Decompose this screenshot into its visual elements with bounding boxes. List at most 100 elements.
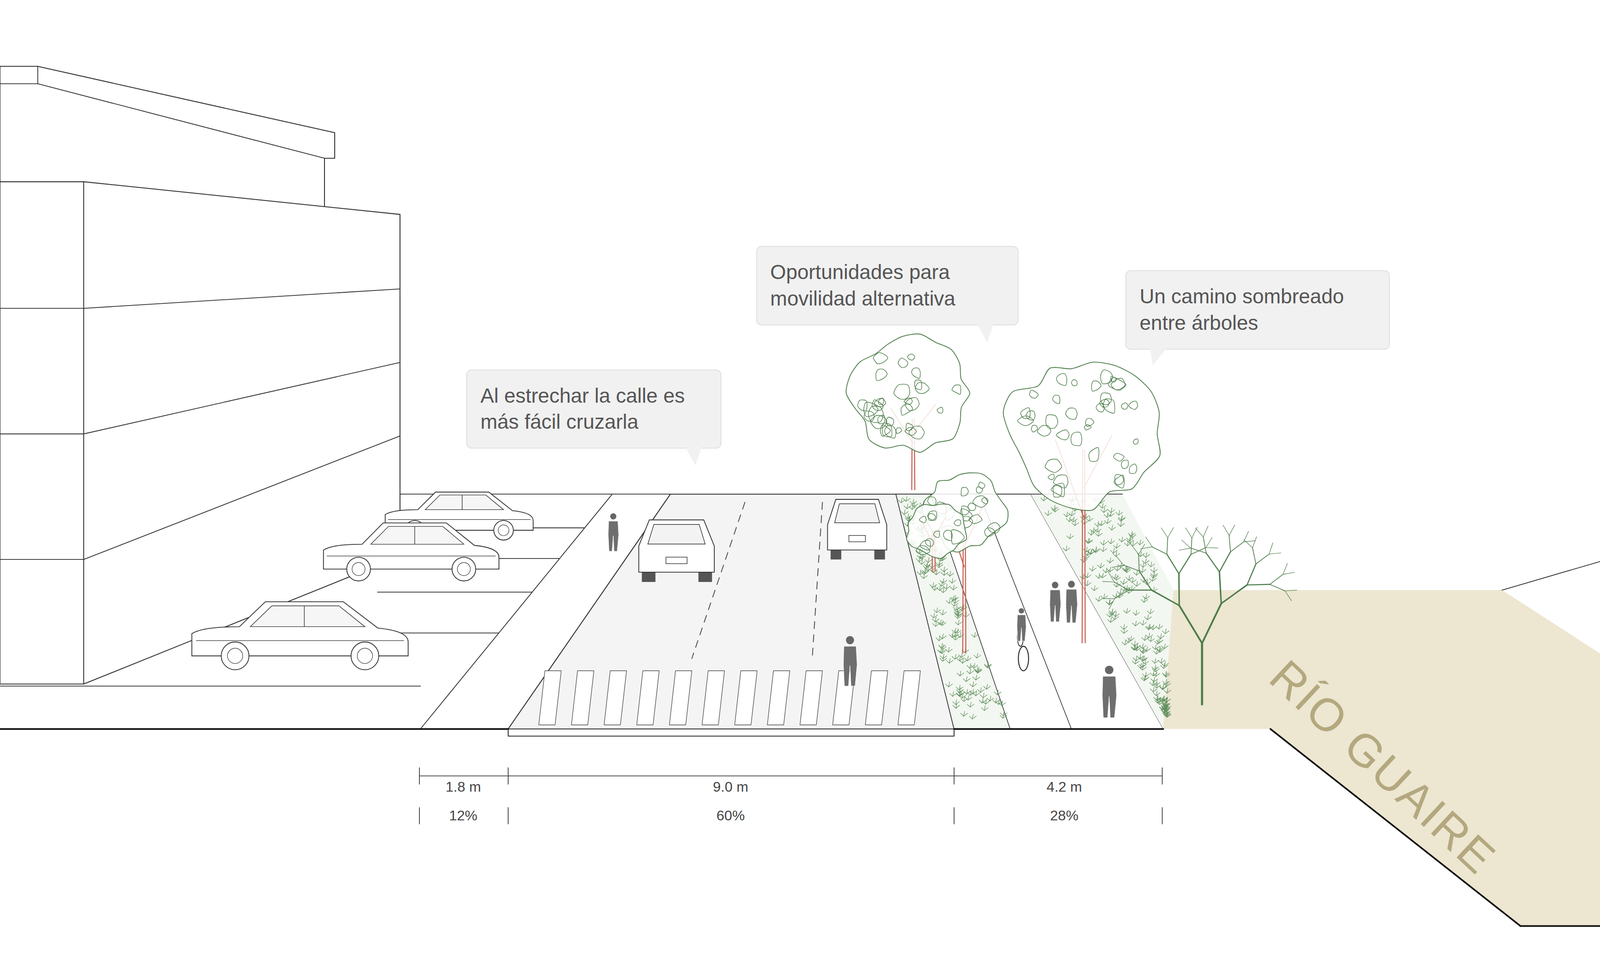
branch [1114,590,1129,599]
leaf-cluster [875,369,888,382]
grass-tuft [1144,614,1152,620]
grass-tuft [898,497,906,503]
body [1102,676,1117,718]
callout-tail-shape [1150,348,1167,366]
crosswalk-stripe [898,670,921,725]
grass-tuft [945,646,953,653]
body [1017,615,1027,642]
dimension-tick [418,767,420,785]
callout-bubble: Al estrechar la calle es más fácil cruza… [466,369,722,450]
grass-tuft [965,694,973,701]
branch [1190,547,1207,553]
dimension-label: 60% [713,807,749,824]
grass-tuft [924,557,933,563]
car-wheel [493,520,514,540]
cars [192,491,887,670]
grass-tuft [1160,663,1168,669]
grass-tuft [939,587,948,593]
grass-tuft [979,698,987,704]
leaf-cluster [951,384,961,395]
dimension-tick [953,767,955,785]
car-rim [498,524,509,536]
leaf-cluster [884,425,897,439]
branch [1140,547,1152,549]
car-wheel [452,557,476,582]
branch [1191,537,1193,555]
leaf-cluster [874,398,886,407]
grass-tuft [1118,515,1126,521]
grass-tuft [930,612,938,619]
grass-tuft [1106,599,1114,605]
pedestrian [1102,665,1117,718]
branch [1185,527,1192,538]
road [508,494,955,736]
leaf-cluster [914,380,922,390]
callout-bubble: Un camino sombreado entre árboles [1125,270,1390,350]
grass-tuft [1102,567,1110,574]
callout-bubble: Oportunidades para movilidad alternativa [756,245,1019,326]
grass-tuft [1111,573,1119,580]
branch [1200,643,1204,705]
bike-wheel [1018,646,1029,671]
branch [1246,584,1270,585]
grass-tuft [1123,567,1131,573]
leaf-cluster [901,403,913,416]
leaf-cluster [961,487,969,497]
grass-tuft [948,577,956,584]
branch [1283,563,1288,575]
leaf-cluster [1113,475,1125,489]
grass-tuft [959,658,967,664]
grass-tuft [939,577,948,584]
grass-tuft [929,582,937,588]
body [608,520,619,552]
leaf-cluster [984,527,996,536]
grass-tuft [1117,516,1125,522]
grass-tuft [1126,537,1134,544]
branch [1151,589,1180,606]
leaf-cluster [1051,483,1065,497]
leaf-cluster [1029,390,1038,399]
grass-tuft [966,701,974,708]
branch [1166,554,1179,574]
branch [1181,539,1191,548]
callout-tail-shape [685,447,702,466]
leaf-cluster [920,540,931,551]
grass-tuft [939,644,947,650]
grass-tuft [973,652,982,659]
leaf-cluster [1020,407,1031,419]
leaf-cluster [905,427,917,436]
leaf-cluster [951,529,965,544]
building-corner [83,181,84,685]
grass-tuft [1142,552,1150,558]
grass-tuft [937,647,945,653]
leaf-cluster [904,397,913,404]
grass-tuft [1129,577,1137,583]
grass-tuft [1123,607,1131,614]
branch [1131,544,1139,555]
grass-tuft [1109,608,1117,614]
tree-canopy [906,503,967,559]
branch [1269,584,1285,591]
dimension-tick [1162,807,1163,824]
grass-tuft [956,690,964,697]
grass-tuft [938,642,946,649]
grass-tuft [924,561,932,567]
grass-tuft [1152,666,1160,672]
leaf-cluster [976,486,983,494]
leaf-cluster [905,422,914,431]
grass-tuft [1113,575,1121,581]
grass-tuft [1095,531,1103,537]
grass-tuft [935,635,944,642]
leaf-cluster [1071,379,1078,386]
grass-tuft [909,504,917,510]
grass-tuft [1099,503,1107,509]
branch [1123,565,1140,571]
leaf-cluster [1017,415,1034,426]
grass-tuft [956,690,964,697]
grass-tuft [1087,548,1095,555]
grass-tuft [1147,561,1155,567]
grass-tuft [901,509,909,515]
grass-tuft [1132,658,1140,665]
grass-tuft [1163,687,1171,694]
